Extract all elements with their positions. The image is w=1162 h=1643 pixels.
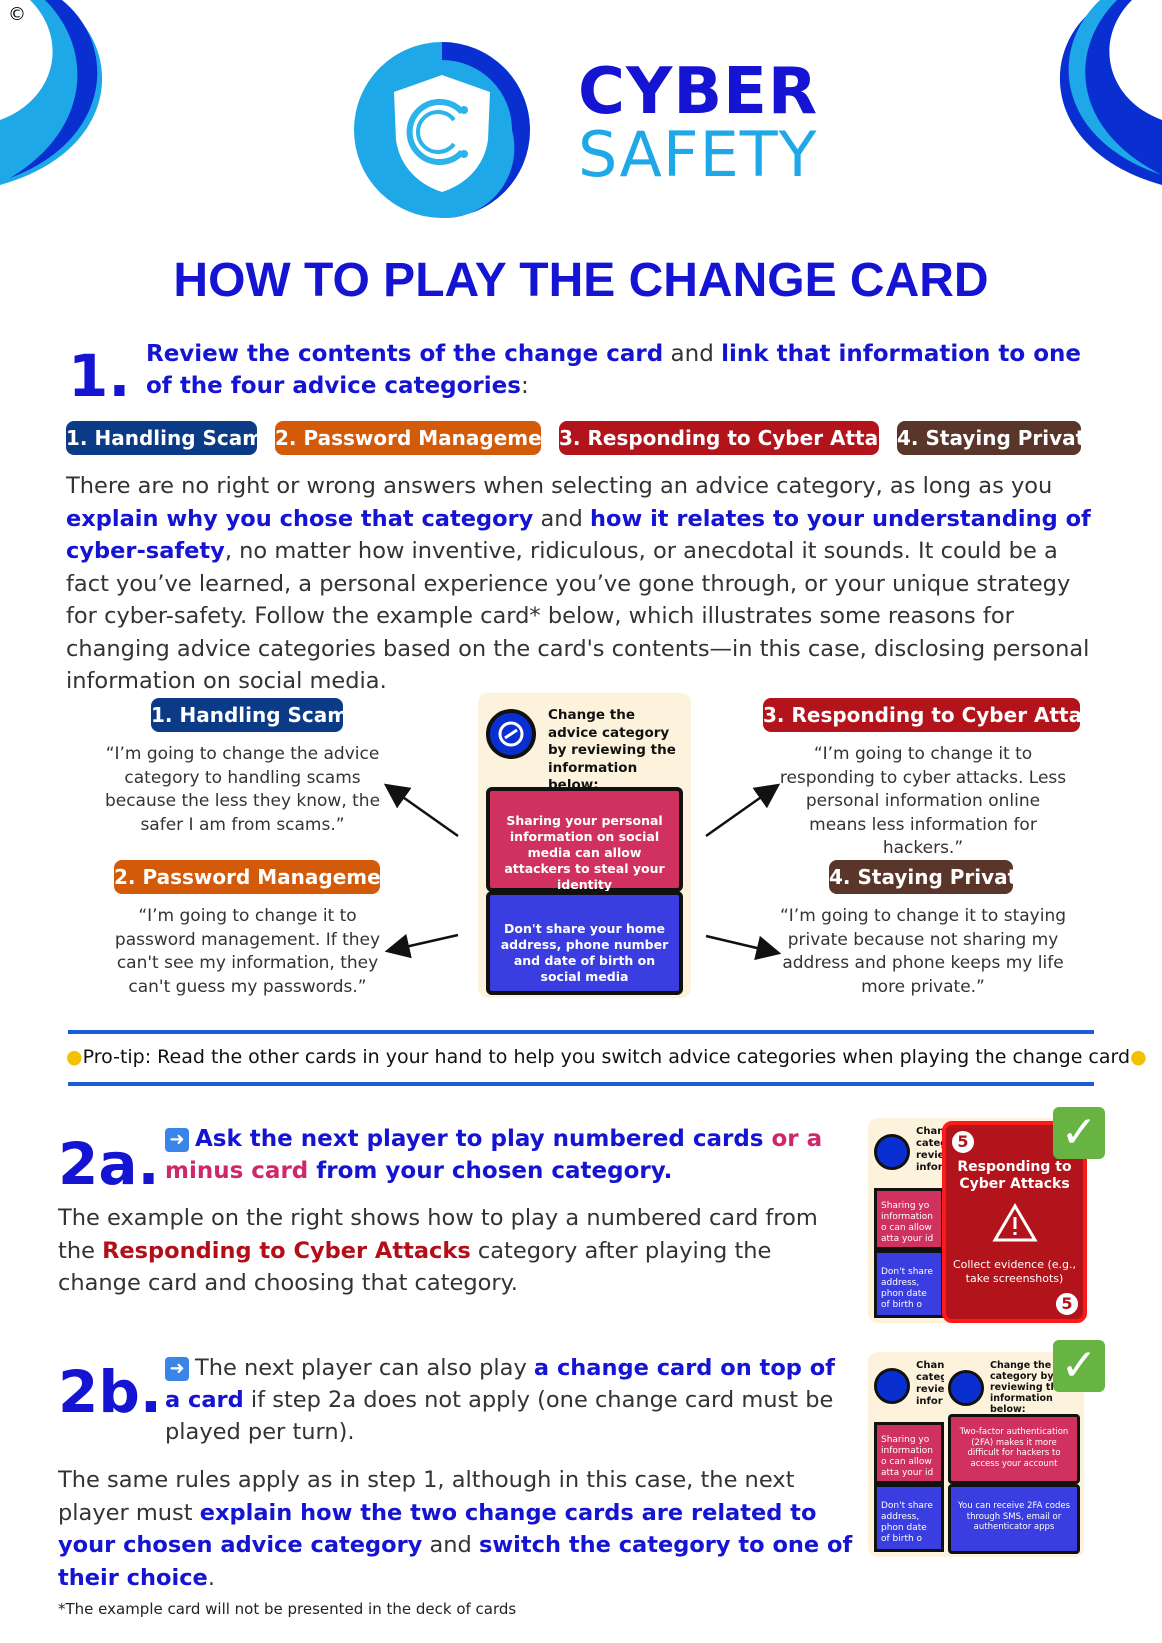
lightbulb-icon: ● (66, 1046, 83, 1068)
arrow-right-icon-2b: ➜ (165, 1356, 189, 1381)
mini-card-advice-text: Don't share address, phon date of birth … (881, 1267, 933, 1310)
shield-logo-icon (354, 42, 530, 219)
step-2a-paragraph: The example on the right shows how to pl… (58, 1202, 848, 1300)
step-1-para-and: and (533, 505, 590, 532)
category-pill-password-management: 2. Password Management (275, 421, 565, 455)
pro-tip: ●Pro-tip: Read the other cards in your h… (66, 1046, 1147, 1068)
mini-card-fact-2b: Sharing yo information o can allow atta … (874, 1422, 944, 1484)
example-quote-responding-cyber-attacks: “I’m going to change it to responding to… (779, 744, 1067, 858)
arrow-to-password (384, 933, 459, 959)
checkmark-icon-2a: ✓ (1053, 1107, 1105, 1159)
step-2a-para-rest: category after playing the change card a… (58, 1237, 772, 1297)
step-1-heading-link: link that information to one of the four… (146, 341, 1081, 399)
numbered-card-text: Collect evidence (e.g., take screenshots… (952, 1258, 1077, 1285)
change-card-fact-panel: Sharing your personal information on soc… (486, 787, 683, 892)
step-2a-heading: ➜Ask the next player to play numbered ca… (165, 1123, 855, 1187)
step-2a-number: 2a. (58, 1130, 160, 1198)
step-2a-heading-minus: or a minus card (165, 1126, 823, 1184)
step-1-heading: Review the contents of the change card a… (146, 338, 1086, 402)
step-2b-para-and: and (422, 1532, 479, 1558)
checkmark-icon-2b: ✓ (1053, 1340, 1105, 1392)
example-quote-staying-private: “I’m going to change it to staying priva… (779, 906, 1067, 997)
corner-swoosh-left (0, 0, 103, 185)
mini-change-icon (874, 1134, 910, 1170)
step-2b-number: 2b. (58, 1358, 162, 1426)
step-2b-heading-text: The next player can also play (195, 1355, 534, 1381)
step-1-heading-and: and (663, 341, 722, 367)
logo-text-safety: SAFETY (578, 118, 818, 191)
example-arrows (383, 783, 782, 961)
mini-card-fact-text: Sharing yo information o can allow atta … (881, 1201, 934, 1244)
arrow-to-attacks (705, 783, 781, 838)
second-change-icon (948, 1370, 984, 1406)
change-card-fact: Sharing your personal information on soc… (504, 813, 665, 892)
category-pill-handling-scams: 1. Handling Scams (66, 421, 275, 455)
divider-top (68, 1030, 1094, 1034)
step-2b-para-explain: explain how the two change cards are rel… (58, 1499, 817, 1559)
change-card-icon (486, 709, 536, 759)
lightbulb-icon-end: ● (1130, 1046, 1147, 1068)
step-2b-paragraph: The same rules apply as in step 1, altho… (58, 1464, 858, 1594)
example-quote-password-management: “I’m going to change it to password mana… (114, 906, 381, 997)
second-change-fact: Two-factor authentication (2FA) makes it… (959, 1427, 1069, 1469)
change-card-advice-panel: Don't share your home address, phone num… (486, 891, 683, 995)
example-label-handling-scams: 1. Handling Scams (151, 698, 360, 732)
divider-bottom (68, 1082, 1094, 1086)
logo-text-cyber: CYBER (578, 55, 819, 129)
step-1-para-relates: how it relates to your understanding of … (66, 505, 1091, 565)
step-2b-para-end: . (207, 1564, 215, 1591)
step-2a-heading-ask: Ask the next player to play numbered car… (195, 1126, 764, 1152)
arrow-to-scams (383, 783, 459, 838)
step-1-para-text: There are no right or wrong answers when… (66, 473, 1053, 499)
mini-card-header-2b: Chan categ revie infor (916, 1360, 944, 1407)
example-label-staying-private: 4. Staying Private (829, 860, 1031, 894)
step-2b-heading: ➜The next player can also play a change … (165, 1352, 855, 1448)
second-change-advice-panel: You can receive 2FA codes through SMS, e… (948, 1484, 1080, 1554)
step-1-number: 1. (68, 342, 131, 410)
step-2a-para-text: The example on the right shows how to pl… (58, 1205, 818, 1264)
change-card-header: Change the advice category by reviewing … (548, 707, 676, 793)
arrow-to-private (705, 934, 782, 961)
copyright-mark: © (8, 4, 26, 25)
step-2a-heading-category: from your chosen category. (308, 1158, 673, 1184)
mini-card-fact: Sharing yo information o can allow atta … (874, 1188, 944, 1250)
second-change-fact-panel: Two-factor authentication (2FA) makes it… (948, 1414, 1080, 1484)
mini-card-advice-text-2b: Don't share address, phon date of birth … (881, 1501, 933, 1544)
mini-card-header: Chan categ revie infor (916, 1126, 944, 1173)
mini-change-icon-2b (874, 1368, 910, 1404)
example-change-card: Change the advice category by reviewing … (478, 693, 691, 998)
step-1-paragraph: There are no right or wrong answers when… (66, 470, 1096, 698)
step-2b-para-text: The same rules apply as in step 1, altho… (58, 1467, 795, 1526)
corner-swoosh-right (1059, 0, 1162, 185)
footnote: *The example card will not be presented … (58, 1600, 517, 1618)
step-1-heading-review: Review the contents of the change card (146, 341, 664, 367)
category-pill-responding-cyber-attacks: 3. Responding to Cyber Attacks (559, 421, 915, 455)
example-label-password-management: 2. Password Management (114, 860, 404, 894)
mini-card-fact-text-2b: Sharing yo information o can allow atta … (881, 1435, 934, 1478)
step-1-para-explain: explain why you chose that category (66, 505, 534, 532)
warning-icon (992, 1203, 1038, 1242)
page-title: HOW TO PLAY THE CHANGE CARD (173, 254, 989, 307)
change-card-advice: Don't share your home address, phone num… (500, 921, 669, 984)
numbered-card-badge-bottom: 5 (1054, 1291, 1080, 1317)
step-1-heading-colon: : (520, 373, 529, 399)
example-label-responding-cyber-attacks: 3. Responding to Cyber Attacks (763, 698, 1119, 732)
numbered-card-badge-top: 5 (950, 1129, 976, 1155)
arrow-right-icon: ➜ (165, 1127, 189, 1152)
numbered-card-title: Responding to Cyber Attacks (957, 1159, 1072, 1192)
pro-tip-text: Pro-tip: Read the other cards in your ha… (82, 1046, 1131, 1068)
example-quote-handling-scams: “I’m going to change the advice category… (104, 744, 381, 835)
mini-card-advice: Don't share address, phon date of birth … (874, 1250, 944, 1318)
step-2b-heading-change-card: a change card on top of a card (165, 1355, 835, 1413)
step-1-para-rest: , no matter how inventive, ridiculous, o… (66, 538, 1090, 694)
step-2a-para-category: Responding to Cyber Attacks (102, 1237, 471, 1264)
second-change-advice: You can receive 2FA codes through SMS, e… (957, 1501, 1071, 1532)
step-2b-para-switch: switch the category to one of their choi… (58, 1532, 853, 1591)
second-change-header: Change the ad category by reviewing the … (990, 1360, 1068, 1415)
category-pill-staying-private: 4. Staying Private (897, 421, 1099, 455)
mini-card-advice-2b: Don't share address, phon date of birth … (874, 1484, 944, 1552)
step-2b-heading-rest: if step 2a does not apply (one change ca… (165, 1387, 834, 1445)
